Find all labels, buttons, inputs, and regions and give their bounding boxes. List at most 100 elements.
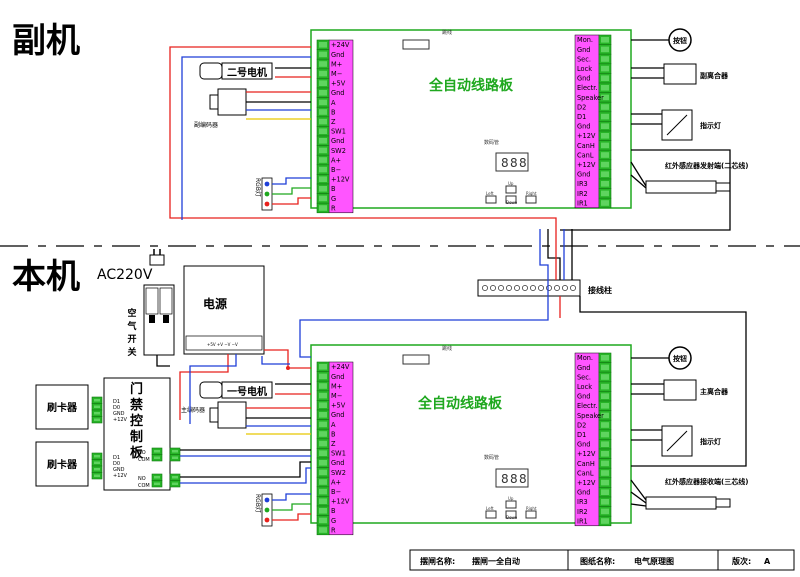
b2-right-terminal-1 <box>598 362 612 373</box>
version-label: 版次: <box>731 556 751 566</box>
small-terminal-1-0 <box>91 452 103 460</box>
air-switch-char-2: 气 <box>126 320 136 332</box>
b2-right-terminal-0 <box>598 352 612 363</box>
b1-right-pin-label: +12V <box>577 132 596 140</box>
board-title: 全自动线路板 <box>417 395 503 412</box>
small-terminal-0-1 <box>91 403 103 411</box>
controller-pin-d1: D1 <box>113 399 120 405</box>
small-terminal-5-1 <box>169 480 181 488</box>
secondary-encoder: 副编码器 <box>194 88 247 129</box>
b1-left-pin-label: Z <box>331 118 336 126</box>
b1-left-terminal-6 <box>316 97 330 108</box>
b2-right-terminal-12 <box>598 467 612 479</box>
controller-out-no: NO <box>138 476 146 482</box>
primary-encoder: 主编码器 <box>181 401 247 429</box>
voltage-label: AC220V <box>97 267 153 283</box>
ir-label: 红外感应器接收端(三芯线) <box>665 477 748 486</box>
b2-left-pin-label: M− <box>331 392 342 400</box>
left-button[interactable] <box>485 195 497 204</box>
product-value: 摆闸一全自动 <box>472 556 520 566</box>
board-title: 全自动线路板 <box>428 77 514 94</box>
up-button[interactable] <box>505 185 517 194</box>
b1-right-terminal-14 <box>598 169 612 180</box>
b2-left-pin-label: SW1 <box>331 450 346 458</box>
b1-left-pin-label: Gnd <box>331 89 344 97</box>
b1-left-terminal-2 <box>316 58 330 70</box>
digit-3: 8 <box>519 156 527 170</box>
b1-right-terminal-12 <box>598 149 612 161</box>
terminal-screw <box>482 285 488 291</box>
encoder-label: 主编码器 <box>181 406 205 414</box>
primary-ir-sensor: 红外感应器接收端(三芯线) <box>645 477 748 510</box>
b1-left-terminal-16 <box>316 193 330 204</box>
b2-right-terminal-9 <box>598 439 612 450</box>
small-terminal-0-0 <box>91 396 103 404</box>
secondary-magnet: 副离合器 <box>663 63 729 85</box>
right-button[interactable] <box>525 195 537 204</box>
b1-left-terminal-12 <box>316 154 330 166</box>
air-switch-char-3: 开 <box>127 334 136 345</box>
right-pin-header: Mon.GndSec.LockGndElectr.SpeakerD2D1Gnd+… <box>574 34 612 209</box>
up-button-label: Up <box>508 496 514 501</box>
b1-left-pin-label: +12V <box>331 176 350 184</box>
b1-left-terminal-0 <box>316 39 330 50</box>
b1-right-terminal-5 <box>598 82 612 93</box>
b1-left-terminal-13 <box>316 164 330 175</box>
b2-left-terminal-4 <box>316 400 330 411</box>
b1-right-terminal-13 <box>598 159 612 170</box>
b2-left-terminal-12 <box>316 476 330 488</box>
terminal-screw <box>530 285 536 291</box>
door-controller: 门 禁 控 制 板 D1 D0 GND +12V D1 D0 GND +12V … <box>103 377 171 491</box>
terminal-block-label: 接线柱 <box>588 285 612 295</box>
b2-left-terminal-17 <box>316 524 330 536</box>
b2-right-pin-label: Electr. <box>577 402 597 410</box>
b2-left-terminal-13 <box>316 486 330 497</box>
b1-right-pin-label: IR2 <box>577 190 588 198</box>
controller-out-com: COM <box>138 483 150 489</box>
b1-right-terminal-1 <box>598 44 612 55</box>
down-button[interactable] <box>505 195 517 204</box>
small-terminal-1-2 <box>91 465 103 473</box>
jumper-label: 跳线 <box>442 345 452 352</box>
b2-left-terminal-1 <box>316 371 330 382</box>
small-terminal-4-1 <box>169 454 181 462</box>
terminal-screw <box>506 285 512 291</box>
b1-left-pin-label: Gnd <box>331 51 344 59</box>
b2-right-pin-label: IR1 <box>577 517 588 525</box>
down-button[interactable] <box>505 510 517 519</box>
b2-left-pin-label: +24V <box>331 363 350 371</box>
down-button-label: Down <box>506 200 518 205</box>
b2-left-terminal-6 <box>316 419 330 430</box>
ac-plug-icon <box>149 249 165 266</box>
power-supply-label: 电源 <box>203 296 227 311</box>
right-button[interactable] <box>525 510 537 519</box>
drawing-label: 图纸名称: <box>580 556 615 566</box>
b2-left-pin-label: Gnd <box>331 411 344 419</box>
power-header-label: +5V +V −V −V <box>207 342 238 347</box>
b2-right-pin-label: CanH <box>577 460 595 468</box>
b1-right-pin-label: Lock <box>577 65 592 73</box>
motor-label: 一号电机 <box>227 385 267 398</box>
b1-left-terminal-7 <box>316 106 330 118</box>
product-label: 摆闸名称: <box>420 556 455 566</box>
secondary-button: 按钮 <box>668 28 692 52</box>
b1-left-pin-label: B <box>331 185 336 193</box>
b1-right-pin-label: IR3 <box>577 180 588 188</box>
primary-section-label: 本机 <box>12 257 80 297</box>
b2-right-pin-label: D1 <box>577 431 586 439</box>
left-button[interactable] <box>485 510 497 519</box>
b1-left-terminal-9 <box>316 126 330 137</box>
b1-right-pin-label: CanL <box>577 151 594 159</box>
primary-magnet: 主离合器 <box>663 379 729 401</box>
b1-left-pin-label: SW1 <box>331 128 346 136</box>
b2-right-terminal-15 <box>598 496 612 507</box>
display-label: 数码管 <box>484 139 499 146</box>
up-button[interactable] <box>505 500 517 509</box>
button-label: 按钮 <box>673 354 687 363</box>
b2-left-pin-label: B <box>331 430 336 438</box>
small-terminal-3-1 <box>151 480 163 488</box>
b2-right-pin-label: IR3 <box>577 498 588 506</box>
board-buttons: Left Down Up Right <box>485 496 537 520</box>
b2-right-terminal-17 <box>598 515 612 527</box>
